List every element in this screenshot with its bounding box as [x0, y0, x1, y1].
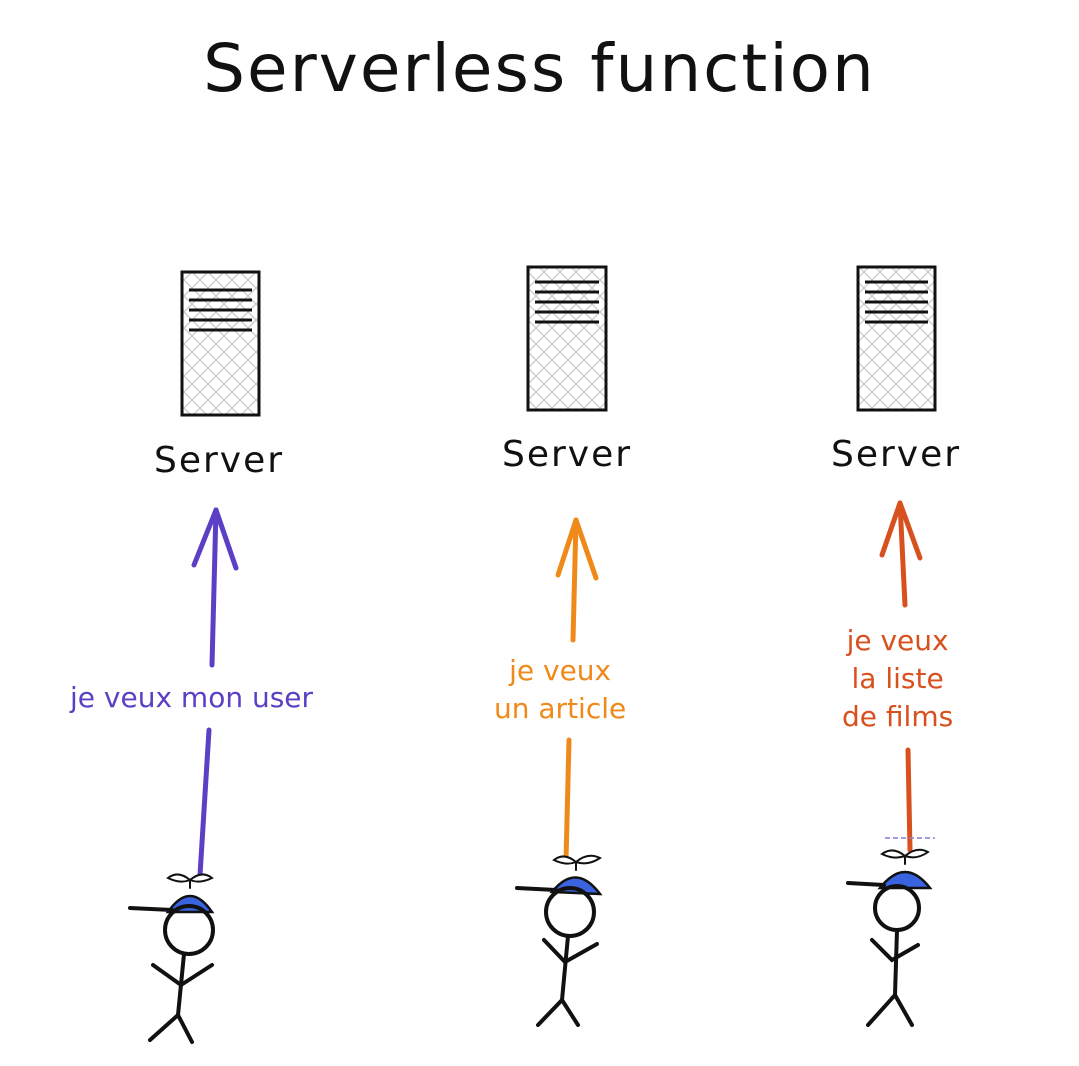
stick-figure-icon — [128, 873, 215, 1044]
server-icon — [526, 265, 608, 412]
propeller-cap-icon — [515, 854, 603, 896]
request-label: je veux un article — [490, 650, 631, 730]
request-label-line: de films — [842, 700, 954, 733]
request-label: je veux la liste de films — [838, 620, 958, 738]
request-label: je veux mon user — [66, 677, 318, 719]
stick-figure-icon — [846, 848, 933, 1027]
request-label-line: la liste — [851, 662, 944, 695]
request-label-line: je veux — [846, 624, 949, 657]
propeller-cap-icon — [846, 848, 933, 890]
diagram-title: Serverless function — [203, 30, 876, 107]
server-icon — [180, 270, 261, 417]
request-label-line: un article — [494, 692, 627, 725]
server-label: Server — [830, 434, 962, 475]
arrow-up-icon — [555, 517, 599, 863]
server-label: Server — [501, 434, 633, 475]
arrow-up-icon — [879, 500, 923, 853]
server-label: Server — [153, 440, 285, 481]
request-label-line: je veux mon user — [70, 681, 314, 714]
request-label-line: je veux — [509, 654, 612, 687]
server-icon — [856, 265, 937, 412]
stick-figure-icon — [515, 854, 603, 1027]
arrow-up-icon — [191, 507, 239, 878]
